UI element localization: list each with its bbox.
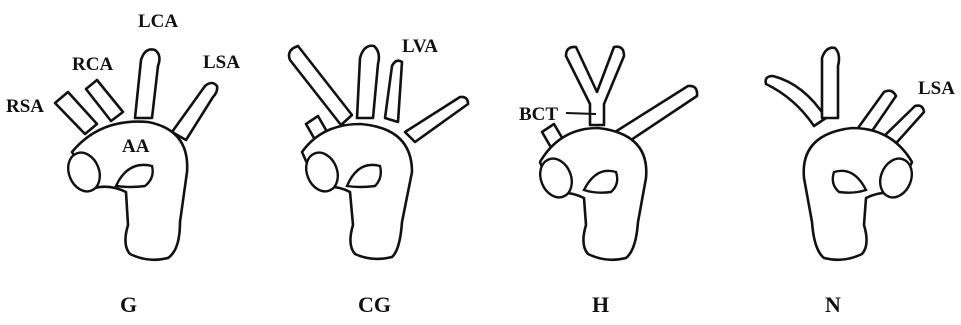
cg-aortic-arch — [302, 124, 412, 259]
n-caption: N — [825, 292, 841, 317]
panel-g: RSA RCA LCA LSA AA G — [6, 11, 240, 317]
g-lsa-label: LSA — [203, 52, 240, 73]
g-rca-label: RCA — [72, 54, 113, 75]
panel-n: LSA N — [766, 48, 956, 317]
cg-right-branch — [289, 46, 352, 125]
g-aa-label: AA — [122, 136, 150, 157]
n-right-branch — [766, 76, 826, 126]
cg-lsa-vessel — [405, 97, 468, 142]
h-bct-leader-line — [566, 113, 596, 114]
g-lca-vessel — [135, 49, 159, 118]
cg-lva-vessel — [385, 61, 402, 122]
g-lsa-vessel — [172, 83, 217, 140]
cg-central-branch — [357, 46, 379, 118]
cg-lva-label: LVA — [402, 36, 438, 57]
n-lsa-label: LSA — [918, 78, 955, 99]
g-caption: G — [120, 292, 137, 317]
h-caption: H — [592, 292, 609, 317]
panel-cg: LVA CG — [289, 36, 468, 317]
panel-h: BCT H — [519, 47, 697, 317]
g-lca-label: LCA — [138, 11, 178, 32]
cg-caption: CG — [358, 292, 391, 317]
g-rca-vessel — [86, 80, 123, 121]
n-central-branch — [822, 48, 839, 118]
h-bct-label: BCT — [519, 104, 558, 125]
g-rsa-vessel — [55, 92, 97, 134]
g-rsa-label: RSA — [6, 96, 44, 117]
